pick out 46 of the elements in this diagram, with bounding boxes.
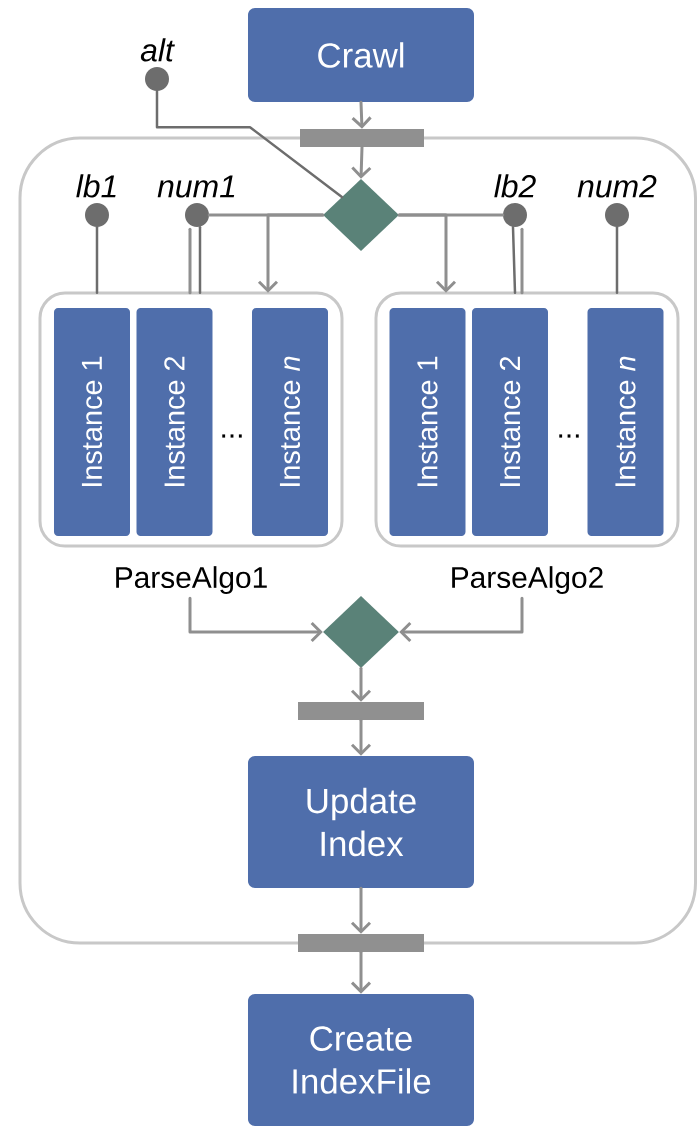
arrow xyxy=(188,596,323,643)
connector-line xyxy=(95,225,99,295)
region-frame xyxy=(18,136,697,945)
connector-line xyxy=(155,89,344,199)
instance-box: Instance 2 xyxy=(472,308,548,536)
arrow xyxy=(351,100,372,129)
arrow xyxy=(350,666,372,702)
join-bar xyxy=(298,934,424,952)
action-box: Crawl xyxy=(248,8,474,102)
decision-diamond xyxy=(323,179,399,251)
connector-line xyxy=(520,227,524,295)
node-label: ParseAlgo1 xyxy=(116,566,267,595)
connector-line xyxy=(511,225,517,295)
node-label: lb1 xyxy=(76,174,116,198)
node-label: alt xyxy=(140,38,175,62)
pin: lb1 xyxy=(76,174,116,227)
action-box: Update Index xyxy=(248,756,474,888)
arrow xyxy=(399,596,524,643)
pin: lb2 xyxy=(494,174,536,227)
action-box: Create IndexFile xyxy=(248,994,474,1126)
pin: alt xyxy=(140,38,175,91)
ellipsis: ... xyxy=(222,434,242,438)
connector-line xyxy=(188,227,192,295)
pin: num2 xyxy=(577,175,657,227)
arrow xyxy=(350,886,372,934)
node-label: ParseAlgo2 xyxy=(452,566,603,595)
instance-box: Instance 1 xyxy=(54,308,130,536)
node-label: num2 xyxy=(577,175,657,198)
instance-box: Instance n xyxy=(252,308,328,536)
pin: num1 xyxy=(157,175,235,227)
connector-line xyxy=(198,225,202,295)
arrow xyxy=(350,718,372,756)
node-label: lb2 xyxy=(494,174,536,198)
node-label: num1 xyxy=(157,175,235,198)
join-bar xyxy=(300,129,424,147)
arrow xyxy=(351,145,372,179)
instance-box: Instance n xyxy=(587,308,664,536)
arrow xyxy=(257,213,325,293)
decision-diamond xyxy=(323,596,399,668)
arrow xyxy=(350,950,372,994)
ellipsis: ... xyxy=(559,434,579,438)
join-bar xyxy=(298,702,424,720)
arrow xyxy=(397,213,457,293)
instance-box: Instance 2 xyxy=(136,308,213,536)
connector-line xyxy=(615,225,619,295)
instance-box: Instance 1 xyxy=(389,308,466,536)
